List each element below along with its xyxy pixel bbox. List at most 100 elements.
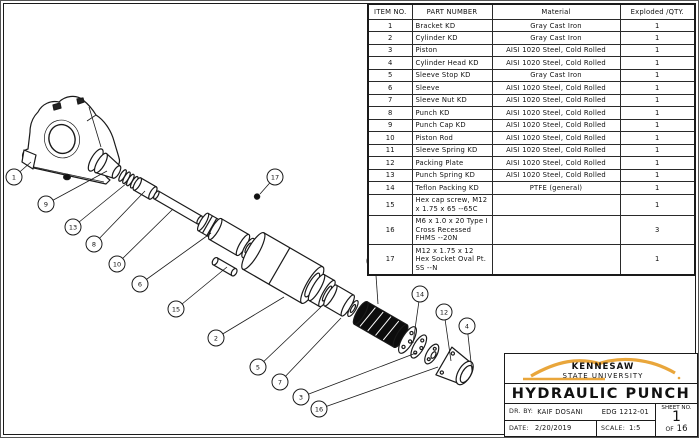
balloon-number-6: 6 bbox=[138, 281, 142, 289]
bom-cell: 3 bbox=[619, 214, 696, 246]
balloon-number-2: 2 bbox=[214, 335, 218, 343]
balloon-layer: 1913810615257316171114124 bbox=[5, 161, 476, 418]
balloon-circle-6 bbox=[131, 275, 149, 293]
balloon-number-5: 5 bbox=[256, 364, 260, 372]
drby-value: KAIF DOSANI bbox=[537, 407, 584, 416]
bom-cell: 1 bbox=[619, 43, 696, 58]
balloon-circle-3 bbox=[292, 388, 310, 406]
logo-swoosh-left bbox=[530, 359, 602, 378]
drby-row: DR. BY: KAIF DOSANI EDG 1212-01 bbox=[505, 404, 655, 421]
bom-cell: 1 bbox=[619, 118, 696, 133]
hex-screw-part bbox=[211, 256, 238, 277]
balloon-number-9: 9 bbox=[44, 201, 48, 209]
balloon-circle-2 bbox=[207, 329, 225, 347]
bom-cell: 7 bbox=[367, 93, 413, 108]
balloon-circle-17 bbox=[266, 168, 284, 186]
bom-cell: Punch KD bbox=[411, 106, 493, 120]
balloon-number-14: 14 bbox=[416, 291, 424, 299]
balloon-leader-3 bbox=[300, 352, 417, 398]
balloon-circle-8 bbox=[85, 235, 103, 253]
punch-cap-part bbox=[93, 152, 122, 179]
bom-cell: 2 bbox=[367, 31, 413, 45]
balloon-number-8: 8 bbox=[92, 241, 96, 249]
bom-cell: AISI 1020 Steel, Cold Rolled bbox=[491, 81, 621, 95]
balloon-number-12: 12 bbox=[440, 309, 448, 317]
logo-dot bbox=[677, 376, 681, 380]
logo-row: KENNESAW STATE UNIVERSITY bbox=[505, 354, 697, 384]
bom-cell: AISI 1020 Steel, Cold Rolled bbox=[491, 143, 621, 158]
balloon-circle-15 bbox=[167, 300, 185, 318]
logo-text-2: STATE UNIVERSITY bbox=[563, 372, 644, 380]
bom-header-cell: Exploded /QTY. bbox=[619, 3, 696, 20]
balloon-number-4: 4 bbox=[465, 323, 469, 331]
bom-cell bbox=[491, 193, 621, 216]
balloon-leader-16 bbox=[318, 366, 439, 410]
bom-cell: Cylinder KD bbox=[411, 31, 493, 45]
bom-cell: 1 bbox=[367, 18, 413, 33]
bom-cell: Packing Plate bbox=[411, 156, 493, 170]
bom-cell: 1 bbox=[619, 143, 696, 158]
scale-value: 1:5 bbox=[629, 424, 641, 433]
balloon-leader-13 bbox=[72, 182, 128, 228]
balloon-number-16: 16 bbox=[315, 406, 323, 414]
bom-cell: Punch Cap KD bbox=[411, 118, 493, 133]
balloon-circle-16 bbox=[310, 400, 328, 418]
bom-cell: 9 bbox=[367, 118, 413, 133]
balloon-circle-7 bbox=[271, 373, 289, 391]
drawing-title: HYDRAULIC PUNCH bbox=[505, 384, 697, 404]
piston-rod-part bbox=[153, 190, 203, 225]
bom-cell: 1 bbox=[619, 156, 696, 170]
bom-cell: 11 bbox=[367, 143, 413, 158]
bom-cell: 5 bbox=[367, 68, 413, 83]
teflon-packing-part bbox=[398, 326, 428, 359]
balloon-circle-9 bbox=[37, 195, 55, 213]
bom-cell: Gray Cast Iron bbox=[491, 31, 621, 45]
balloon-leader-10 bbox=[116, 208, 174, 265]
bracket-part bbox=[21, 95, 121, 185]
bom-cell: Bracket KD bbox=[411, 18, 493, 33]
small-ring bbox=[347, 299, 359, 318]
sleeve-stop-part bbox=[307, 273, 336, 308]
course-code: EDG 1212-01 bbox=[601, 407, 649, 416]
balloon-leader-6 bbox=[139, 232, 212, 285]
sheet-box: SHEET NO. 1 OF 16 bbox=[656, 404, 697, 436]
bom-cell: Sleeve Stop KD bbox=[411, 68, 493, 83]
bom-cell: Sleeve bbox=[411, 81, 493, 95]
sheet-total: 16 bbox=[676, 424, 688, 434]
balloon-leader-5 bbox=[257, 306, 322, 368]
bom-cell: Cylinder Head KD bbox=[411, 56, 493, 70]
bom-cell: Punch Spring KD bbox=[411, 168, 493, 183]
balloon-circle-12 bbox=[435, 303, 453, 321]
bom-cell: 1 bbox=[619, 131, 696, 145]
sleeve-nut-part bbox=[323, 284, 355, 317]
balloon-number-17: 17 bbox=[271, 174, 279, 182]
balloon-number-10: 10 bbox=[113, 261, 121, 269]
balloon-circle-10 bbox=[108, 255, 126, 273]
bom-cell: PTFE (general) bbox=[491, 181, 621, 195]
sheet-label: SHEET NO. bbox=[661, 405, 692, 411]
bom-cell: Gray Cast Iron bbox=[491, 68, 621, 83]
bom-cell: AISI 1020 Steel, Cold Rolled bbox=[491, 56, 621, 70]
balloon-leader-15 bbox=[175, 266, 228, 310]
cylinder-part bbox=[241, 231, 325, 305]
punch-part bbox=[132, 177, 158, 200]
bom-cell: AISI 1020 Steel, Cold Rolled bbox=[491, 118, 621, 133]
balloon-circle-13 bbox=[64, 218, 82, 236]
bom-cell: AISI 1020 Steel, Cold Rolled bbox=[491, 43, 621, 58]
bom-cell: AISI 1020 Steel, Cold Rolled bbox=[491, 93, 621, 108]
bom-cell: 1 bbox=[619, 193, 696, 216]
bom-cell: Sleeve Nut KD bbox=[411, 93, 493, 108]
